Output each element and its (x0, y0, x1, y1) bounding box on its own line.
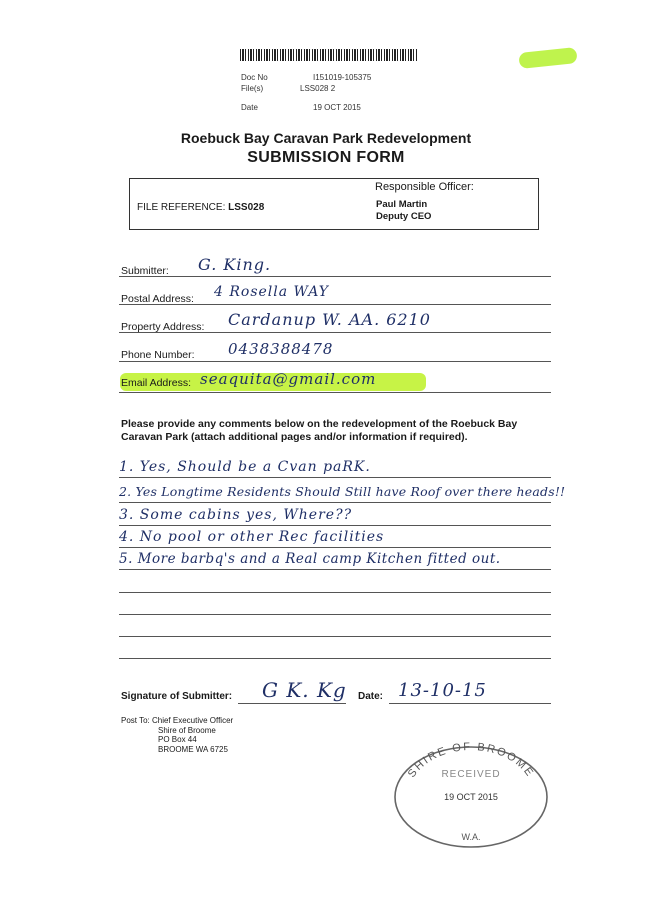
comment-rule (119, 569, 551, 570)
barcode (240, 49, 418, 61)
comments-instructions: Please provide any comments below on the… (121, 418, 518, 443)
post-to-line: Post To: Chief Executive Officer (121, 716, 234, 725)
signature-date-label: Date: (358, 691, 384, 702)
property-address-field[interactable]: Cardanup W. AA. 6210 (228, 310, 431, 329)
file-reference: FILE REFERENCE: LSS028 (137, 202, 264, 213)
signature-date-line (389, 703, 551, 704)
comment-rule (119, 636, 551, 637)
signature-field[interactable]: G K. Kg (262, 678, 347, 702)
stamp-bottom-text: W.A. (461, 832, 480, 842)
date-value: 19 OCT 2015 (313, 103, 361, 112)
comment-line-4[interactable]: 4. No pool or other Rec facilities (119, 529, 385, 545)
postal-address-field[interactable]: 4 Rosella WAY (214, 284, 330, 300)
signature-line (238, 703, 346, 704)
email-address-label: Email Address: (121, 377, 192, 389)
comment-rule (119, 525, 551, 526)
email-address-field[interactable]: seaquita@gmail.com (200, 370, 377, 388)
comment-rule (119, 592, 551, 593)
phone-number-label: Phone Number: (121, 349, 195, 361)
comment-line-3[interactable]: 3. Some cabins yes, Where?? (119, 507, 353, 523)
page-subtitle: SUBMISSION FORM (247, 149, 405, 166)
submitter-line (119, 276, 551, 277)
email-highlight (120, 373, 426, 391)
files-label: File(s) (241, 84, 264, 93)
comment-rule (119, 477, 551, 478)
comment-rule (119, 502, 551, 503)
date-label: Date (241, 103, 258, 112)
page-title: Roebuck Bay Caravan Park Redevelopment (180, 130, 472, 146)
email-address-line (119, 392, 551, 393)
post-to-line: BROOME WA 6725 (158, 744, 228, 754)
files-value: LSS028 2 (300, 84, 336, 93)
postal-address-label: Postal Address: (121, 293, 194, 305)
signature-date-field[interactable]: 13-10-15 (398, 680, 487, 701)
phone-number-field[interactable]: 0438388478 (228, 340, 334, 358)
postal-address-line (119, 304, 551, 305)
property-address-label: Property Address: (121, 321, 205, 333)
signature-label: Signature of Submitter: (121, 691, 233, 702)
post-to-line: Shire of Broome (158, 725, 216, 735)
doc-no-value: I151019-105375 (313, 73, 372, 82)
post-to-address: Post To: Chief Executive Officer Shire o… (121, 716, 233, 754)
file-reference-label: FILE REFERENCE: (137, 202, 226, 213)
property-address-line (119, 332, 551, 333)
stamp-received: RECEIVED (441, 769, 500, 780)
responsible-officer-label: Responsible Officer: (375, 181, 474, 193)
comment-rule (119, 547, 551, 548)
comment-line-5[interactable]: 5. More barbq's and a Real camp Kitchen … (119, 551, 501, 567)
officer-title: Deputy CEO (376, 211, 432, 222)
comment-line-2[interactable]: 2. Yes Longtime Residents Should Still h… (119, 484, 566, 499)
received-stamp: SHIRE OF BROOME RECEIVED 19 OCT 2015 W.A… (394, 741, 548, 848)
comment-line-1[interactable]: 1. Yes, Should be a Cvan paRK. (119, 459, 371, 475)
post-to-line: PO Box 44 (158, 735, 197, 744)
comment-rule (119, 658, 551, 659)
stamp-date: 19 OCT 2015 (444, 792, 498, 802)
officer-name: Paul Martin (376, 199, 428, 210)
file-reference-box (129, 178, 539, 230)
submitter-label: Submitter: (121, 265, 169, 277)
highlighter-mark (518, 47, 578, 69)
responsible-officer: Paul Martin Deputy CEO (376, 199, 431, 223)
phone-number-line (119, 361, 551, 362)
doc-no-label: Doc No (241, 73, 268, 82)
submitter-field[interactable]: G. King. (198, 255, 272, 274)
file-reference-value: LSS028 (228, 202, 265, 213)
comment-rule (119, 614, 551, 615)
